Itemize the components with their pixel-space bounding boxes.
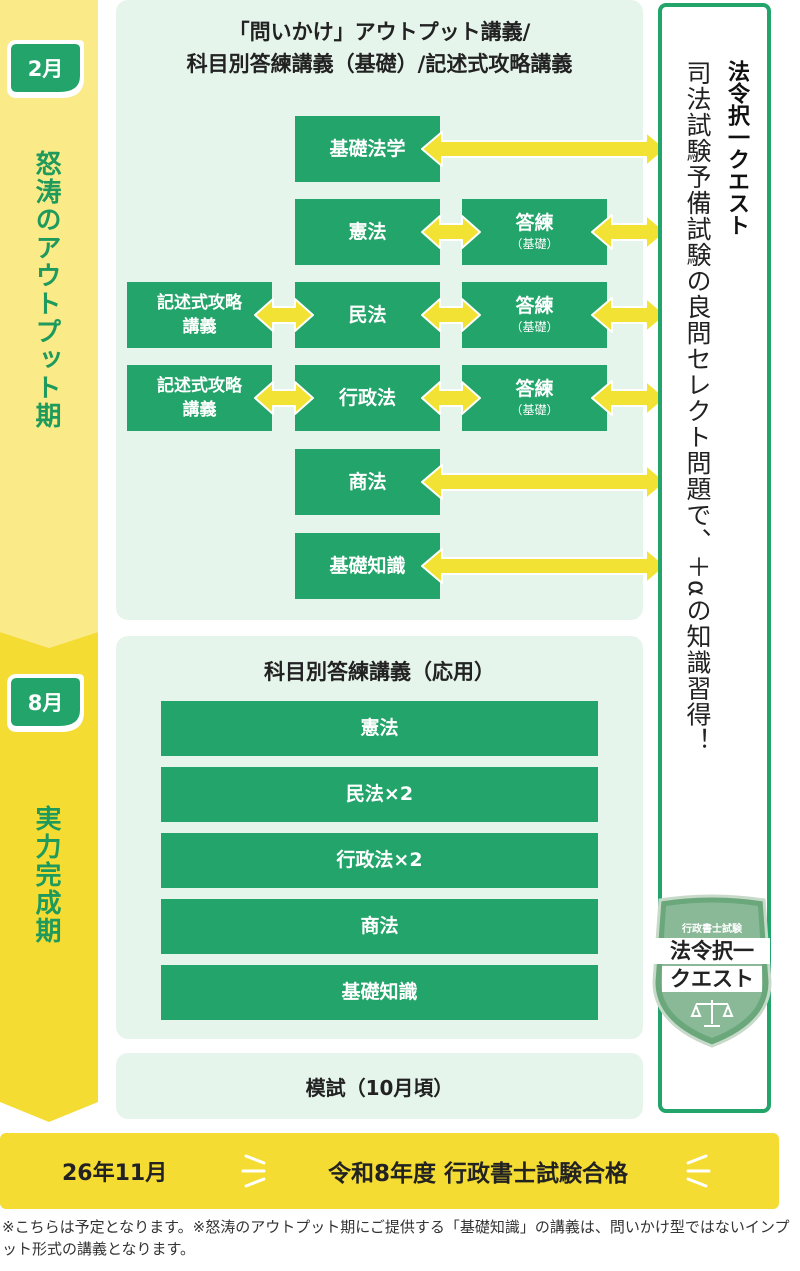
goal-date: 26年11月 [62, 1161, 168, 1186]
subject-minpo: 民法 [295, 282, 440, 348]
badge-small-label: 行政書士試験 [682, 924, 742, 935]
output-lectures-title: 「問いかけ」アウトプット講義/ 科目別答練講義（基礎）/記述式攻略講義 [116, 16, 643, 80]
double-arrow-icon [591, 297, 667, 333]
kijutsu-minpo: 記述式攻略講義 [127, 282, 272, 348]
toren-label: 答練 [515, 295, 554, 318]
toren-sub-label: （基礎） [510, 403, 559, 418]
toren-sub-label: （基礎） [510, 320, 559, 335]
scales-icon [690, 1000, 734, 1027]
double-arrow-icon [421, 381, 481, 415]
badge-shape [7, 674, 84, 732]
sparkle-right-icon [686, 1154, 711, 1188]
month-label-feb: 2月 [27, 57, 64, 81]
applied-item-minpo: 民法×2 [161, 767, 598, 822]
phase-label-completion: 実力完成期 [31, 805, 61, 945]
double-arrow-icon [591, 214, 667, 250]
double-arrow-icon [254, 298, 314, 332]
quest-badge: 行政書士試験 法令択一 クエスト [646, 892, 778, 1050]
applied-item-kenpo: 憲法 [161, 701, 598, 756]
timeline-bar [0, 0, 98, 1122]
subject-kiso-chishiki: 基礎知識 [295, 533, 440, 599]
toren-minpo: 答練 （基礎） [462, 282, 607, 348]
quest-heading: 法令択一クエスト [724, 60, 749, 236]
badge-line-2: クエスト [662, 966, 762, 992]
double-arrow-icon [254, 381, 314, 415]
toren-kenpo: 答練 （基礎） [462, 199, 607, 265]
double-arrow-icon [421, 131, 667, 167]
title-line-2: 科目別答練講義（基礎）/記述式攻略講義 [186, 52, 573, 76]
toren-sub-label: （基礎） [510, 237, 559, 252]
mock-exam-panel: 模試（10月頃） [116, 1053, 643, 1119]
applied-item-kiso-chishiki: 基礎知識 [161, 965, 598, 1020]
kijutsu-gyoseiho: 記述式攻略講義 [127, 365, 272, 431]
applied-item-shoho: 商法 [161, 899, 598, 954]
subject-kenpo: 憲法 [295, 199, 440, 265]
double-arrow-icon [421, 298, 481, 332]
applied-lectures-title: 科目別答練講義（応用） [264, 660, 495, 684]
toren-label: 答練 [515, 212, 554, 235]
badge-shape [7, 40, 84, 98]
quest-description: 司法試験予備試験の良問セレクト問題で、＋αの知識習得！ [683, 60, 712, 754]
month-badge-aug: 8月 [5, 672, 85, 734]
badge-line-1: 法令択一 [654, 938, 770, 964]
subject-kiso-hogaku: 基礎法学 [295, 116, 440, 182]
sparkle-left-icon [241, 1154, 266, 1188]
goal-text: 令和8年度 行政書士試験合格 [327, 1161, 628, 1187]
double-arrows [254, 131, 667, 584]
double-arrow-icon [421, 548, 667, 584]
phase-label-output: 怒涛のアウトプット期 [31, 150, 61, 430]
subject-shoho: 商法 [295, 449, 440, 515]
month-label-aug: 8月 [27, 691, 64, 715]
title-line-1: 「問いかけ」アウトプット講義/ [228, 20, 531, 44]
subject-gyoseiho: 行政法 [295, 365, 440, 431]
double-arrow-icon [591, 380, 667, 416]
kijutsu-label: 記述式攻略講義 [157, 293, 242, 337]
toren-gyoseiho: 答練 （基礎） [462, 365, 607, 431]
double-arrow-icon [421, 215, 481, 249]
applied-item-gyoseiho: 行政法×2 [161, 833, 598, 888]
footnote: ※こちらは予定となります。※怒涛のアウトプット期にご提供する「基礎知識」の講義は… [2, 1218, 790, 1258]
month-badge-feb: 2月 [5, 38, 85, 100]
goal-bar [0, 1133, 779, 1209]
toren-label: 答練 [515, 378, 554, 401]
kijutsu-label: 記述式攻略講義 [157, 376, 242, 420]
double-arrow-icon [421, 464, 667, 500]
